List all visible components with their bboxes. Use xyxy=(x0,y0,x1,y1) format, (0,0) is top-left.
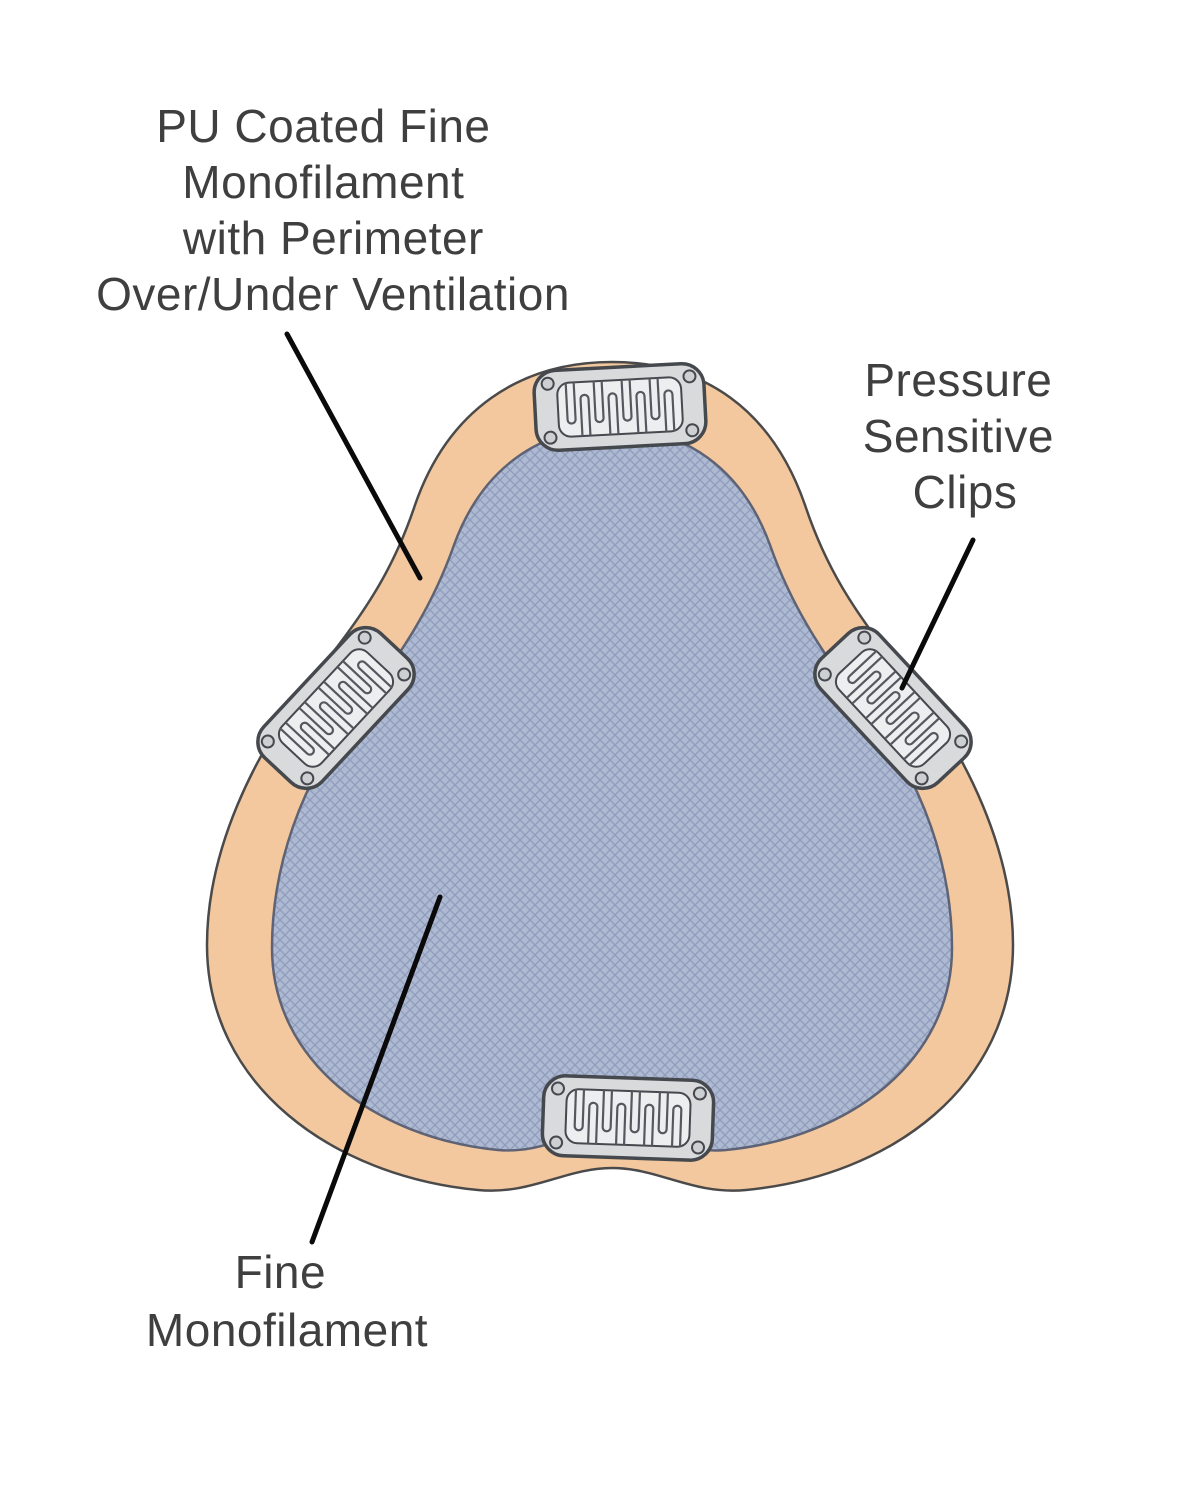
label-pressure-clips-line-2: Sensitive xyxy=(863,410,1054,462)
label-pu-coated-line-3: with Perimeter xyxy=(182,212,484,264)
label-pu-coated-line-4: Over/Under Ventilation xyxy=(96,268,570,320)
label-pu-coated-line-1: PU Coated Fine xyxy=(156,100,490,152)
clip-top xyxy=(531,360,709,454)
leader-line-fine-monofilament xyxy=(309,894,443,1245)
leader-line-pressure-clips xyxy=(899,537,976,691)
label-fine-monofilament-line-2: Monofilament xyxy=(146,1304,428,1356)
leader-line-pu-coated xyxy=(284,331,423,581)
label-fine-monofilament-line-1: Fine xyxy=(235,1246,326,1298)
label-pu-coated-line-2: Monofilament xyxy=(182,156,464,208)
monofilament-mesh xyxy=(270,426,954,1152)
label-pressure-clips-line-3: Clips xyxy=(913,466,1018,518)
label-pressure-clips-line-1: Pressure xyxy=(864,354,1052,406)
label-pressure-clips: Pressure Sensitive Clips xyxy=(863,354,1067,518)
label-fine-monofilament: Fine Monofilament xyxy=(146,1246,428,1356)
label-pu-coated: PU Coated Fine Monofilament with Perimet… xyxy=(96,100,570,320)
clip-bottom xyxy=(539,1073,717,1163)
